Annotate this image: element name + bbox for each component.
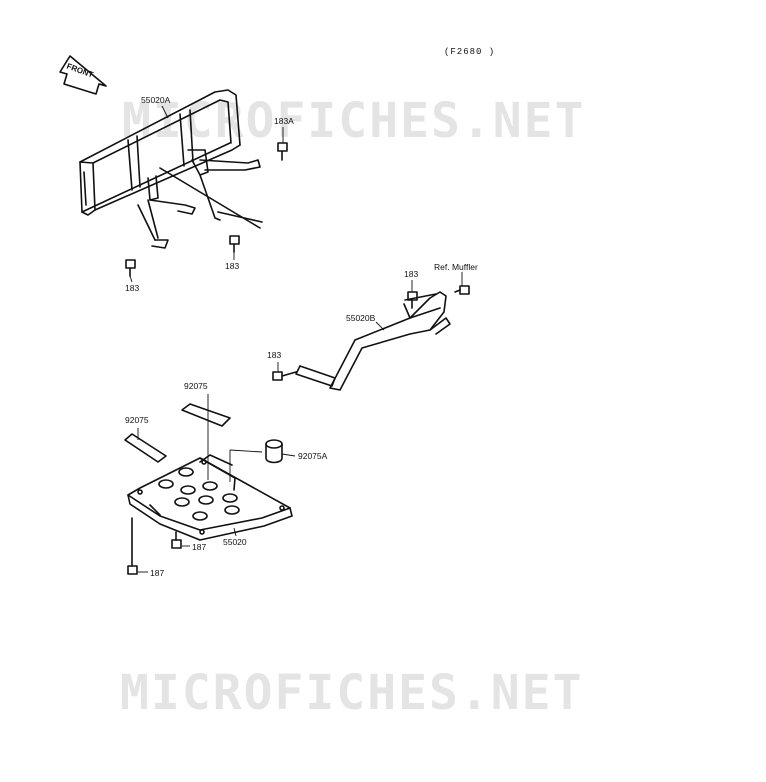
label-183-front-left: 183 bbox=[125, 283, 140, 293]
label-92075a: 92075A bbox=[298, 451, 328, 461]
bolt-187-middle bbox=[171, 531, 182, 549]
label-183-front-right: 183 bbox=[225, 261, 240, 271]
bolt-183a bbox=[277, 142, 288, 161]
label-183-rear-top: 183 bbox=[404, 269, 419, 279]
label-187-lower: 187 bbox=[150, 568, 165, 578]
label-55020a: 55020A bbox=[141, 95, 171, 105]
rear-rack bbox=[295, 291, 451, 391]
bolt-183-front-left bbox=[125, 259, 136, 277]
label-92075-top: 92075 bbox=[184, 381, 208, 391]
label-187-middle: 187 bbox=[192, 542, 207, 552]
bolt-183-rear-left bbox=[272, 371, 297, 381]
label-ref-muffler: Ref. Muffler bbox=[434, 262, 478, 272]
label-92075-left: 92075 bbox=[125, 415, 149, 425]
label-55020b: 55020B bbox=[346, 313, 376, 323]
pad-top bbox=[181, 403, 231, 427]
front-arrow-icon bbox=[59, 55, 107, 95]
bolt-ref-muffler bbox=[454, 285, 470, 295]
bolt-183-rear-top bbox=[407, 291, 418, 309]
label-183a: 183A bbox=[274, 116, 294, 126]
label-183-rear-left: 183 bbox=[267, 350, 282, 360]
figure-code: (F2680 ) bbox=[444, 47, 496, 57]
pad-left bbox=[124, 433, 167, 463]
bolt-183-front-right bbox=[229, 235, 240, 253]
front-rack bbox=[79, 89, 263, 249]
label-55020: 55020 bbox=[223, 537, 247, 547]
bolt-187-lower bbox=[127, 517, 138, 575]
watermark-top: MICROFICHES.NET bbox=[122, 93, 586, 149]
spacer-92075a bbox=[265, 439, 283, 464]
watermark-bottom: MICROFICHES.NET bbox=[120, 665, 584, 721]
skid-plate bbox=[127, 454, 293, 541]
